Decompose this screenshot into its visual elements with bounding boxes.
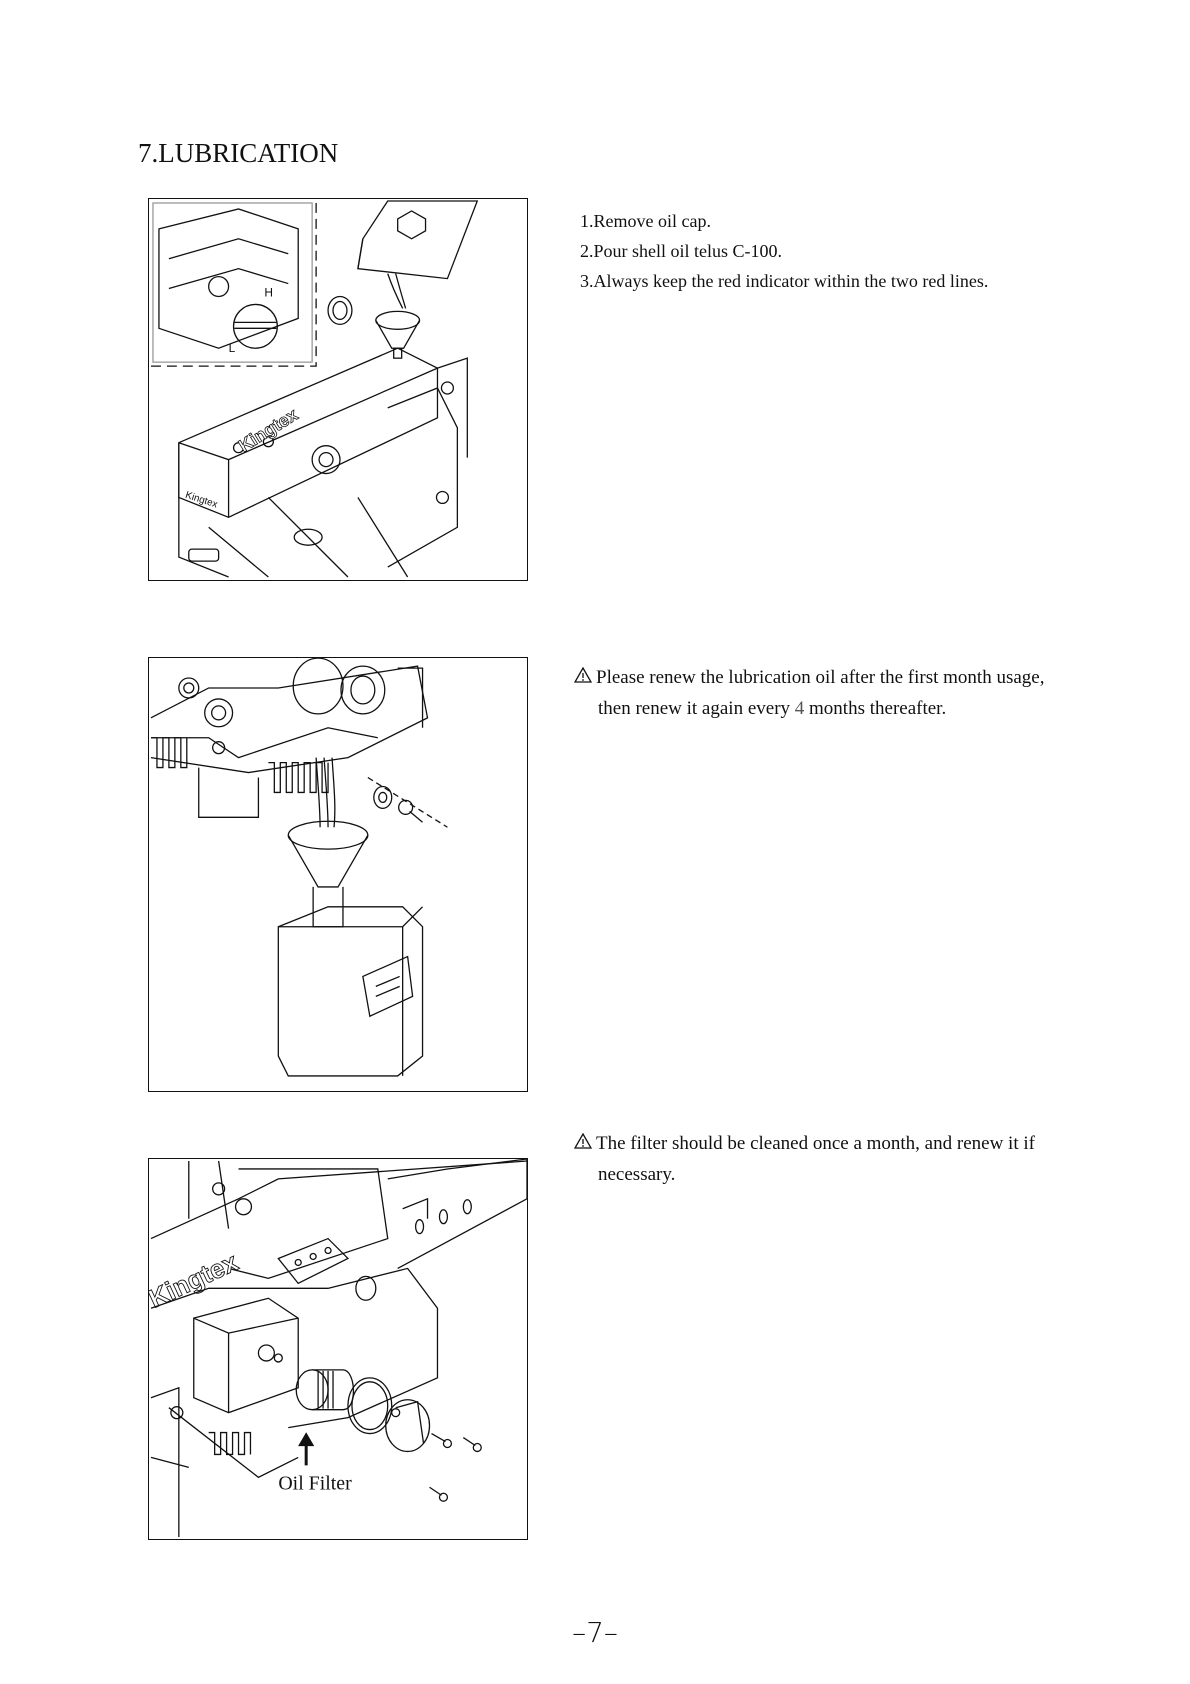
machine-illustration-oil-filter: Kingtex Oil Filter	[149, 1159, 527, 1538]
note-filter-line1: The filter should be cleaned once a mont…	[596, 1133, 1035, 1154]
step-item: 1.Remove oil cap.	[580, 211, 711, 231]
warning-triangle-icon	[573, 662, 596, 693]
figure-oil-filter: Kingtex Oil Filter	[148, 1158, 528, 1540]
note-filter: The filter should be cleaned once a mont…	[573, 1128, 1094, 1190]
page-title: 7.LUBRICATION	[138, 138, 339, 168]
note-renew-oil-months: 4	[794, 698, 805, 719]
warning-triangle-icon	[573, 1128, 596, 1159]
step-item: 3.Always keep the red indicator within t…	[580, 271, 989, 291]
brand-logo-side: Kingtex	[184, 490, 219, 511]
note-renew-oil-line2-pre: then renew it again every	[598, 698, 795, 719]
machine-illustration-oil-fill: H L Kingtex Kingtex	[150, 200, 479, 578]
machine-illustration-oil-drain	[150, 658, 448, 1077]
brand-logo-top: Kingtex	[235, 404, 301, 456]
step-item: 2.Pour shell oil telus C-100.	[580, 241, 782, 261]
page-number: –7–	[572, 1616, 618, 1649]
note-filter-line2: necessary.	[598, 1164, 676, 1185]
note-renew-oil: Please renew the lubrication oil after t…	[573, 662, 1094, 724]
figure-oil-drain	[148, 657, 528, 1092]
note-renew-oil-line2-post: months thereafter.	[804, 698, 947, 719]
note-renew-oil-line1: Please renew the lubrication oil after t…	[596, 667, 1045, 688]
note-renew-oil-line2: then renew it again every 4 months there…	[574, 693, 1094, 724]
oil-filter-label: Oil Filter	[278, 1472, 352, 1494]
step-list: 1.Remove oil cap. 2.Pour shell oil telus…	[580, 206, 988, 296]
label-l: L	[229, 341, 236, 355]
label-h: H	[264, 285, 273, 299]
figure-oil-fill: H L Kingtex Kingtex	[148, 198, 528, 581]
